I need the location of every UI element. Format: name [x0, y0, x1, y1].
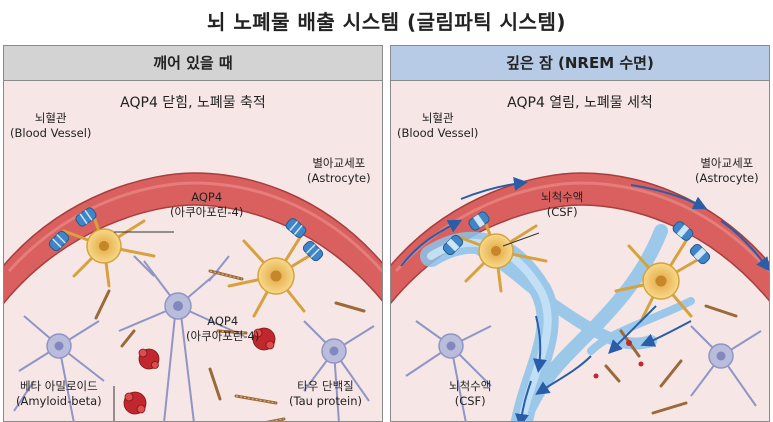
aqp4-channel	[672, 221, 694, 241]
awake-panel: 깨어 있을 때	[3, 45, 383, 422]
sleep-blood-vessel-label: 뇌혈관(Blood Vessel)	[397, 111, 479, 140]
amyloid-plaque	[138, 348, 160, 370]
awake-aqp4-bottom-label: AQP4(아쿠아포린-4)	[186, 314, 260, 343]
aqp4-channel	[442, 234, 464, 256]
sleep-panel-header: 깊은 잠 (NREM 수면)	[391, 46, 769, 81]
csf-stream-highlight	[427, 238, 552, 421]
awake-aqp4-top-label: AQP4(아쿠아포린-4)	[170, 190, 244, 219]
awake-illustration	[4, 172, 382, 421]
sleep-csf-bottom-label: 뇌척수액(CSF)	[449, 379, 492, 408]
amyloid-plaque	[252, 327, 276, 351]
aqp4-channel	[468, 211, 490, 231]
amyloid-plaque	[123, 391, 147, 415]
sleep-illustration	[391, 172, 769, 421]
awake-blood-vessel-label: 뇌혈관(Blood Vessel)	[10, 111, 92, 140]
aqp4-channel	[75, 207, 97, 227]
main-title: 뇌 노폐물 배출 시스템 (글림파틱 시스템)	[207, 10, 566, 34]
awake-tau-label: 타우 단백질(Tau protein)	[289, 379, 362, 408]
sleep-csf-top-label: 뇌척수액(CSF)	[541, 190, 584, 219]
sleep-subtitle: AQP4 열림, 노폐물 세척	[507, 95, 653, 111]
aqp4-channel	[285, 218, 307, 238]
awake-amyloid-label: 베타 아밀로이드(Amyloid-beta)	[16, 379, 102, 408]
awake-panel-header: 깨어 있을 때	[4, 46, 382, 81]
awake-subtitle: AQP4 닫힘, 노폐물 축적	[120, 95, 266, 111]
amyloid-fragment	[593, 340, 644, 379]
sleep-astrocyte-label: 별아교세포(Astrocyte)	[695, 156, 759, 185]
aqp4-channel	[302, 240, 324, 262]
aqp4-channel	[689, 243, 711, 265]
csf-flow-arrow	[400, 176, 769, 421]
aqp4-channel	[48, 230, 70, 252]
awake-astrocyte-label: 별아교세포(Astrocyte)	[307, 156, 371, 185]
sleep-panel: 깊은 잠 (NREM 수면)	[390, 45, 770, 422]
